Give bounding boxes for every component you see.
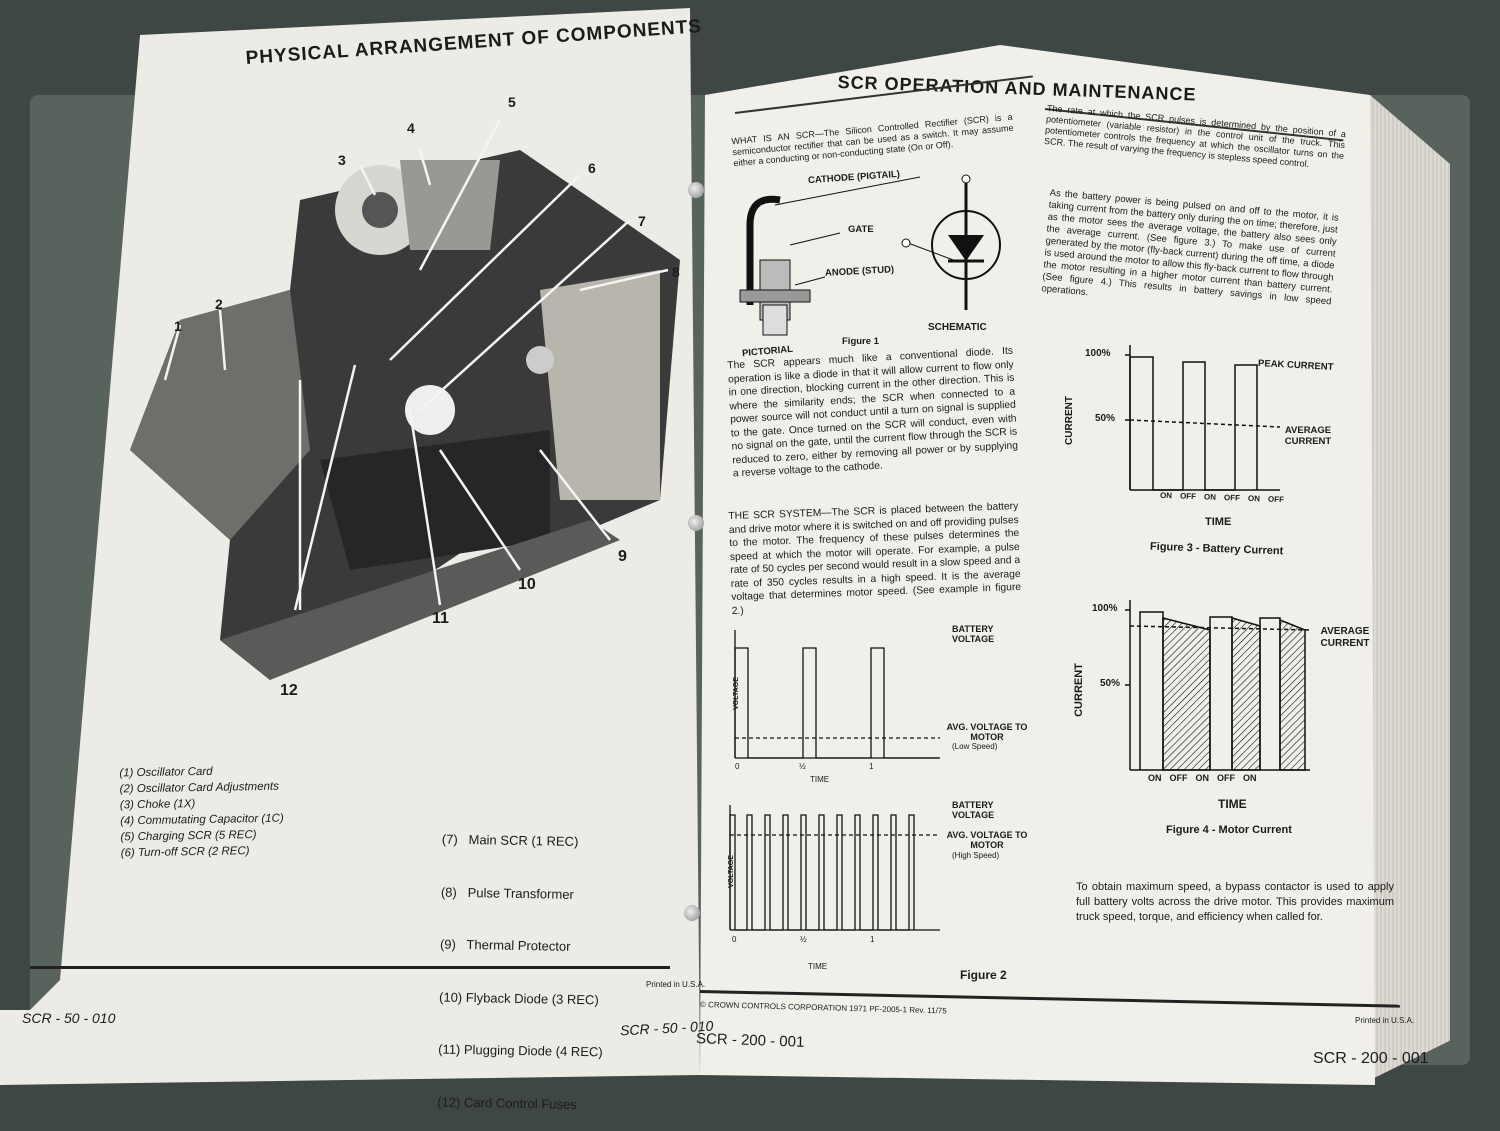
state-label: ON: [1247, 493, 1261, 504]
callout-12: 12: [280, 682, 298, 699]
callout-9: 9: [618, 548, 627, 565]
fig3-ylabel: CURRENT: [1063, 396, 1075, 445]
state-label: ON: [1203, 492, 1217, 502]
high-speed-label: (High Speed): [952, 851, 1000, 860]
legend-item: (4) Commutating Capacitor (1C): [120, 812, 284, 828]
footer-rule-left: [30, 966, 670, 969]
state-label: OFF: [1217, 773, 1235, 783]
figure-3-battery-current-chart: [1125, 345, 1281, 491]
fig3-average-label: AVERAGE CURRENT: [1284, 425, 1332, 447]
figure-4-motor-current-chart: [1125, 600, 1311, 771]
figure-2-voltage-waveforms: [729, 630, 940, 931]
state-label: ON: [1148, 773, 1162, 783]
callout-4: 4: [407, 120, 415, 136]
legend-item: (10) Flyback Diode (3 REC): [438, 989, 599, 1007]
binder-ring-icon: [688, 182, 704, 198]
fig4-y100: 100%: [1092, 603, 1118, 614]
battery-voltage-label-1: BATTERY VOLTAGE: [952, 624, 995, 644]
fig4-xlabel: TIME: [1218, 797, 1247, 811]
printed-label-left: Printed in U.S.A.: [646, 980, 706, 989]
max-speed-paragraph: To obtain maximum speed, a bypass contac…: [1076, 881, 1394, 923]
state-label: OFF: [1223, 493, 1241, 503]
time-axis-label-2: TIME: [808, 962, 828, 971]
figure-1-scr-diagram: [739, 174, 1001, 336]
state-label: OFF: [1169, 773, 1188, 783]
scr-system-paragraph: THE SCR SYSTEM—The SCR is placed between…: [728, 500, 1022, 617]
voltage-axis-label-2: VOLTAGE: [727, 855, 735, 888]
fig4-ylabel: CURRENT: [1072, 663, 1085, 717]
tick-0: 0: [732, 935, 737, 944]
callout-8: 8: [672, 264, 680, 280]
callout-10: 10: [518, 576, 536, 593]
components-photo: [130, 120, 680, 680]
legend-list-left: (1) Oscillator Card (2) Oscillator Card …: [119, 763, 284, 862]
callout-7: 7: [638, 213, 646, 229]
battery-voltage-label-2: BATTERY VOLTAGE: [952, 800, 995, 820]
legend-item: [443, 796, 607, 799]
figure-2-caption: Figure 2: [960, 968, 1007, 982]
legend-item: (6) Turn-off SCR (2 REC): [120, 845, 250, 860]
scr-description-paragraph: The SCR appears much like a conventional…: [727, 345, 1019, 480]
callout-1: 1: [174, 318, 182, 334]
time-axis-label-1: TIME: [810, 775, 830, 784]
legend-item: (12) Card Control Fuses: [437, 1094, 577, 1112]
legend-item: (11) Plugging Diode (4 REC): [438, 1041, 603, 1060]
fig4-y50: 50%: [1100, 678, 1121, 689]
fig4-state-labels: ON OFF ON OFF ON: [1148, 773, 1257, 783]
fig3-xlabel: TIME: [1205, 516, 1232, 528]
callout-11: 11: [432, 610, 449, 627]
callout-3: 3: [338, 152, 346, 168]
current-pulses: [1139, 611, 1281, 770]
flyback-region: [1231, 617, 1261, 771]
page-stack-edge: [1370, 95, 1450, 1080]
fig4-average-label: AVERAGE CURRENT: [1320, 626, 1370, 649]
figure-4-caption: Figure 4 - Motor Current: [1166, 824, 1292, 836]
legend-list-right: (7) Main SCR (1 REC) (8) Pulse Transform…: [437, 761, 608, 1131]
flyback-region: [1279, 618, 1306, 771]
callout-6: 6: [588, 160, 596, 176]
average-current-line: [1129, 625, 1311, 631]
callout-2: 2: [215, 296, 223, 312]
low-speed-label: (Low Speed): [952, 742, 998, 751]
high-speed-waveform: [729, 805, 940, 931]
page-number-right: SCR - 200 - 001: [1313, 1050, 1429, 1067]
binder-ring-icon: [688, 515, 704, 531]
figure-1-caption: Figure 1: [842, 336, 879, 347]
state-label: OFF: [1267, 494, 1285, 505]
gate-label: GATE: [848, 224, 874, 235]
low-speed-waveform: [734, 630, 940, 759]
tick-0: 0: [735, 762, 740, 771]
current-pulses: [1129, 356, 1258, 491]
printed-label-right: Printed in U.S.A.: [1355, 1016, 1415, 1025]
state-label: ON: [1195, 773, 1210, 783]
state-label: ON: [1159, 490, 1173, 501]
tick-half: ½: [800, 935, 807, 944]
state-label: OFF: [1179, 491, 1197, 502]
avg-voltage-high-label: AVG. VOLTAGE TO MOTOR: [946, 830, 1028, 850]
avg-voltage-low-label: AVG. VOLTAGE TO MOTOR: [946, 722, 1028, 742]
legend-item: (8) Pulse Transformer: [440, 884, 574, 902]
flyback-region: [1162, 617, 1211, 771]
tick-1: 1: [869, 762, 874, 771]
fig3-y50: 50%: [1095, 413, 1116, 424]
schematic-label: SCHEMATIC: [928, 322, 987, 333]
voltage-axis-label-1: VOLTAGE: [732, 677, 740, 710]
binder-ring-icon: [684, 905, 700, 921]
tick-half: ½: [799, 762, 806, 771]
fig3-y100: 100%: [1085, 348, 1111, 359]
state-label: ON: [1243, 773, 1257, 783]
tick-1: 1: [870, 935, 875, 944]
legend-item: (7) Main SCR (1 REC): [441, 831, 579, 849]
page-number-left: SCR - 50 - 010: [22, 1010, 116, 1026]
legend-item: (9) Thermal Protector: [439, 936, 571, 954]
callout-5: 5: [508, 94, 516, 110]
legend-item: (2) Oscillator Card Adjustments: [119, 780, 280, 796]
